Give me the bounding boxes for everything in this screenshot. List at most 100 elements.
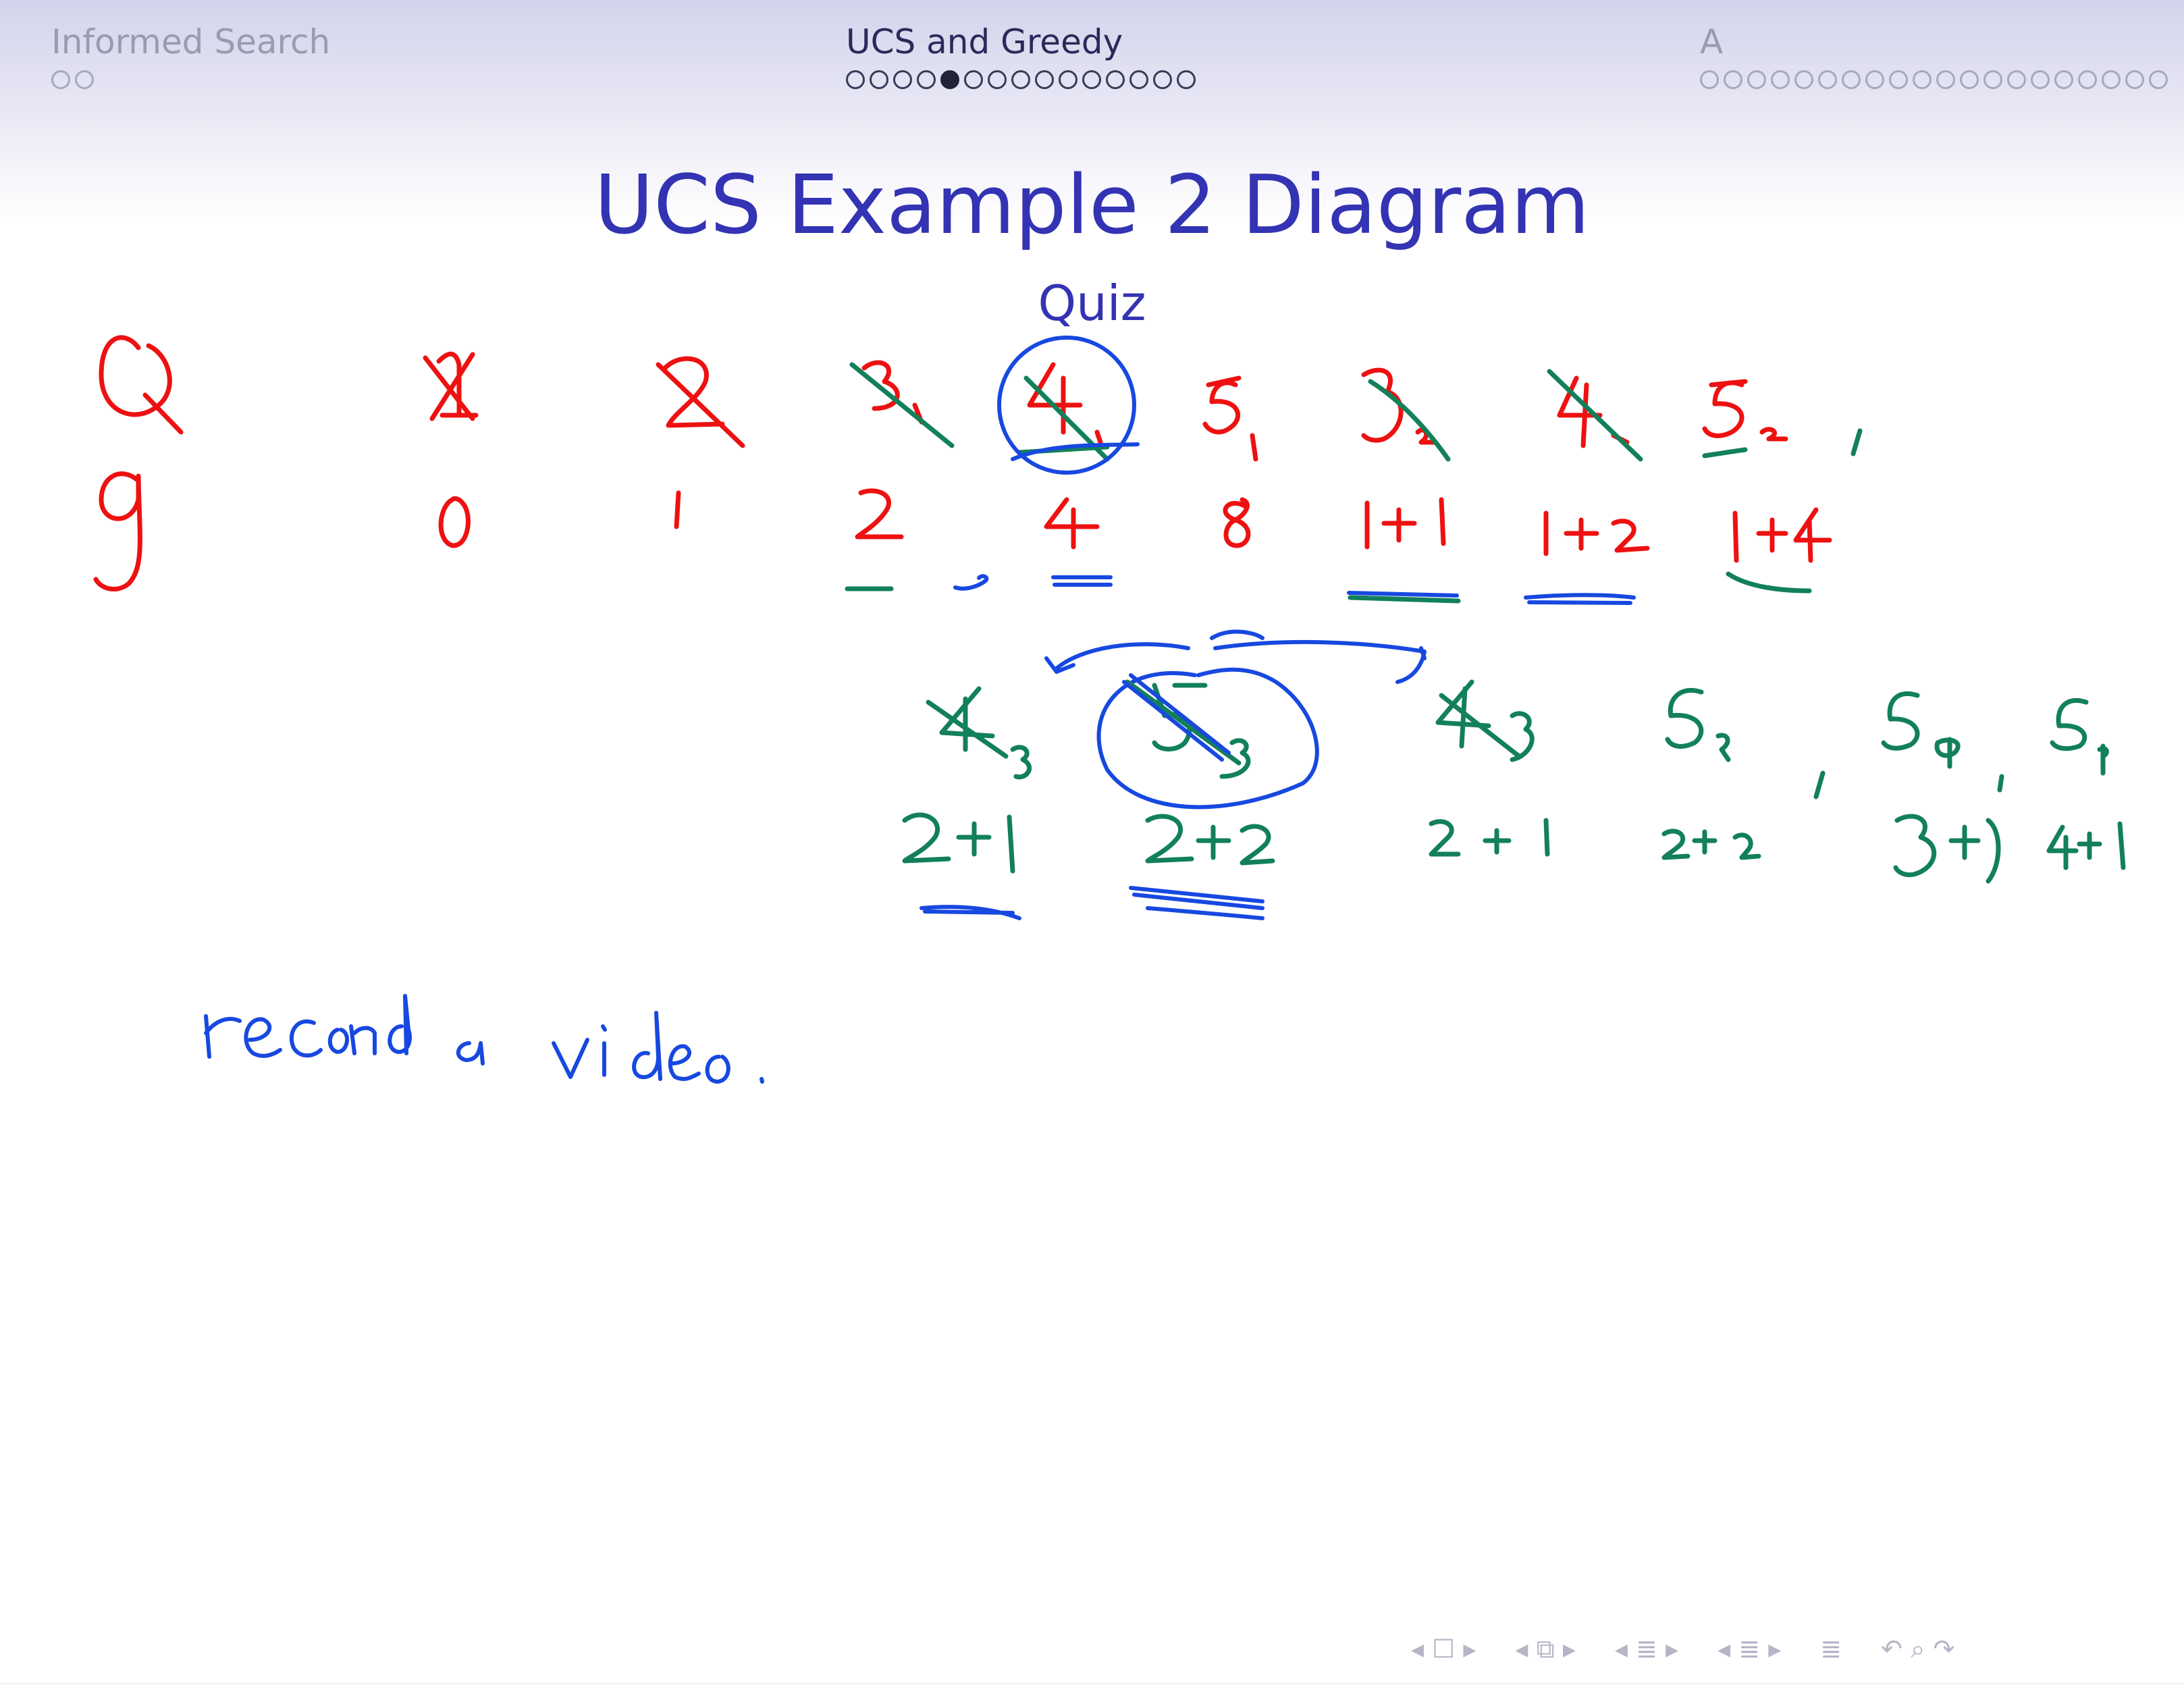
frame-dot[interactable] (2102, 70, 2121, 89)
nav-prev-slide-icon[interactable]: ◂ (1515, 1634, 1528, 1664)
handwritten-row1-label (99, 335, 184, 435)
handwritten-row4-item-2-plus-1-a (902, 812, 1021, 920)
nav-toc-icon[interactable]: ≣ (1820, 1634, 1842, 1664)
frame-dot[interactable] (2054, 70, 2073, 89)
handwritten-row3-item-4-3-b (1435, 679, 1535, 762)
frame-dot[interactable] (1153, 70, 1172, 89)
frame-dot[interactable] (846, 70, 865, 89)
handwritten-row2-item-1-plus-2 (1524, 510, 1650, 605)
handwritten-row1-item-4-2 (1547, 369, 1643, 462)
frame-dot[interactable] (2031, 70, 2050, 89)
frame-dot[interactable] (1035, 70, 1054, 89)
frame-dot[interactable] (1747, 70, 1766, 89)
frame-dot[interactable] (51, 70, 70, 89)
nav-history-group[interactable]: ↶ ⌕ ↷ (1881, 1634, 1954, 1664)
slide-subtitle: Quiz (1038, 275, 1146, 332)
frame-dot[interactable] (1771, 70, 1790, 89)
handwritten-note (204, 994, 764, 1084)
nav-next-frame-icon[interactable]: ▸ (1463, 1634, 1476, 1664)
handwritten-row3-comma-2 (1997, 774, 2004, 793)
beamer-header: Informed Search UCS and Greedy A (0, 0, 2184, 223)
handwritten-row3-item-5-4-b (2050, 697, 2109, 776)
frame-dot[interactable] (1936, 70, 1955, 89)
frame-dot[interactable] (1983, 70, 2002, 89)
handwritten-row2-item-1-plus-1 (1347, 497, 1461, 604)
frame-dot[interactable] (1960, 70, 1979, 89)
frame-dot[interactable] (1865, 70, 1884, 89)
frame-dot[interactable] (1700, 70, 1719, 89)
frame-dot[interactable] (1794, 70, 1813, 89)
handwritten-bracket-arc (1044, 629, 1427, 684)
handwritten-row3-item-4-3-a (926, 686, 1032, 780)
frame-dot[interactable] (988, 70, 1007, 89)
nav-next-subsection-icon[interactable]: ▸ (1768, 1634, 1782, 1664)
nav-section-group[interactable]: ◂ ≣ ▸ (1615, 1634, 1678, 1664)
handwritten-row2-label (93, 471, 142, 592)
nav-section-icon[interactable]: ≣ (1636, 1634, 1657, 1664)
section-title[interactable]: A (1700, 22, 1724, 61)
section-title[interactable]: UCS and Greedy (846, 22, 1123, 61)
section-informed-search[interactable]: Informed Search (51, 22, 330, 89)
nav-next-slide-icon[interactable]: ▸ (1562, 1634, 1576, 1664)
nav-back-icon[interactable]: ↶ (1881, 1634, 1902, 1664)
nav-prev-subsection-icon[interactable]: ◂ (1717, 1634, 1731, 1664)
nav-slide-icon[interactable]: ⧉ (1536, 1634, 1555, 1664)
frame-dot[interactable] (2125, 70, 2144, 89)
frame-dot[interactable] (1913, 70, 1932, 89)
frame-dot[interactable] (1011, 70, 1030, 89)
handwritten-row1-item-2 (656, 356, 745, 448)
frame-dot[interactable] (893, 70, 912, 89)
frame-dot[interactable] (1724, 70, 1742, 89)
nav-subsection-group[interactable]: ◂ ≣ ▸ (1717, 1634, 1781, 1664)
handwritten-row2-item-0 (438, 496, 471, 548)
handwritten-row4-item-4-plus-1 (2046, 821, 2126, 870)
handwritten-row2-comma (953, 574, 989, 591)
handwritten-row1-item-5-1 (1202, 375, 1258, 462)
handwritten-strike-5-3 (1122, 673, 1231, 762)
frame-dot[interactable] (1177, 70, 1196, 89)
frame-dot[interactable] (1129, 70, 1148, 89)
nav-next-section-icon[interactable]: ▸ (1666, 1634, 1679, 1664)
handwritten-row3-item-5-3-a (1125, 679, 1251, 779)
handwritten-row1-item-1 (423, 351, 479, 421)
frame-dot[interactable] (1889, 70, 1908, 89)
frame-dot[interactable] (917, 70, 936, 89)
nav-search-icon[interactable]: ⌕ (1911, 1634, 1925, 1664)
frame-dot[interactable] (964, 70, 983, 89)
nav-subsection-icon[interactable]: ≣ (1738, 1634, 1761, 1664)
handwritten-row2-item-4 (1044, 497, 1113, 587)
frame-dot[interactable] (1818, 70, 1837, 89)
handwritten-row1-comma (1850, 428, 1863, 456)
frame-dot[interactable] (2007, 70, 2026, 89)
handwritten-row4-item-2-plus-1-b (1429, 818, 1550, 857)
handwritten-row1-item-3-2 (1361, 367, 1451, 462)
frame-dot[interactable] (75, 70, 94, 89)
frame-dot[interactable] (870, 70, 888, 89)
nav-frame-group[interactable]: ◂ ☐ ▸ (1411, 1634, 1476, 1664)
handwritten-row1-item-4-1 (997, 336, 1140, 475)
nav-frame-icon[interactable]: ☐ (1432, 1634, 1456, 1664)
handwritten-row3-item-5-3-b (1665, 687, 1731, 762)
section-title[interactable]: Informed Search (51, 22, 331, 61)
frame-dot[interactable] (1842, 70, 1861, 89)
bottom-rule (0, 1683, 2184, 1685)
current-frame-dot[interactable] (940, 70, 959, 89)
handwritten-row4-item-3-plus-1 (1893, 814, 2001, 884)
beamer-navigation-bar: ◂ ☐ ▸ ◂ ⧉ ▸ ◂ ≣ ▸ ◂ ≣ ▸ ≣ ↶ ⌕ ↷ (1411, 1634, 1954, 1664)
frame-dot[interactable] (2078, 70, 2097, 89)
frame-dot[interactable] (1106, 70, 1125, 89)
handwritten-row1-item-5-2 (1702, 379, 1788, 458)
section-ucs-and-greedy[interactable]: UCS and Greedy (846, 22, 1196, 89)
handwritten-circle-5-3 (1096, 667, 1319, 810)
nav-prev-frame-icon[interactable]: ◂ (1411, 1634, 1424, 1664)
frame-dot[interactable] (2149, 70, 2168, 89)
frame-dot[interactable] (1059, 70, 1077, 89)
section-a-star[interactable]: A (1700, 22, 2168, 89)
frame-dot[interactable] (1082, 70, 1101, 89)
nav-prev-section-icon[interactable]: ◂ (1614, 1634, 1628, 1664)
handwritten-row4-item-2-plus-2-a (1129, 814, 1275, 920)
nav-slide-group[interactable]: ◂ ⧉ ▸ (1515, 1634, 1575, 1664)
handwritten-row2-item-8 (1223, 497, 1251, 548)
nav-forward-icon[interactable]: ↷ (1933, 1634, 1955, 1664)
handwritten-row4-item-2-plus-2-b (1661, 828, 1761, 860)
